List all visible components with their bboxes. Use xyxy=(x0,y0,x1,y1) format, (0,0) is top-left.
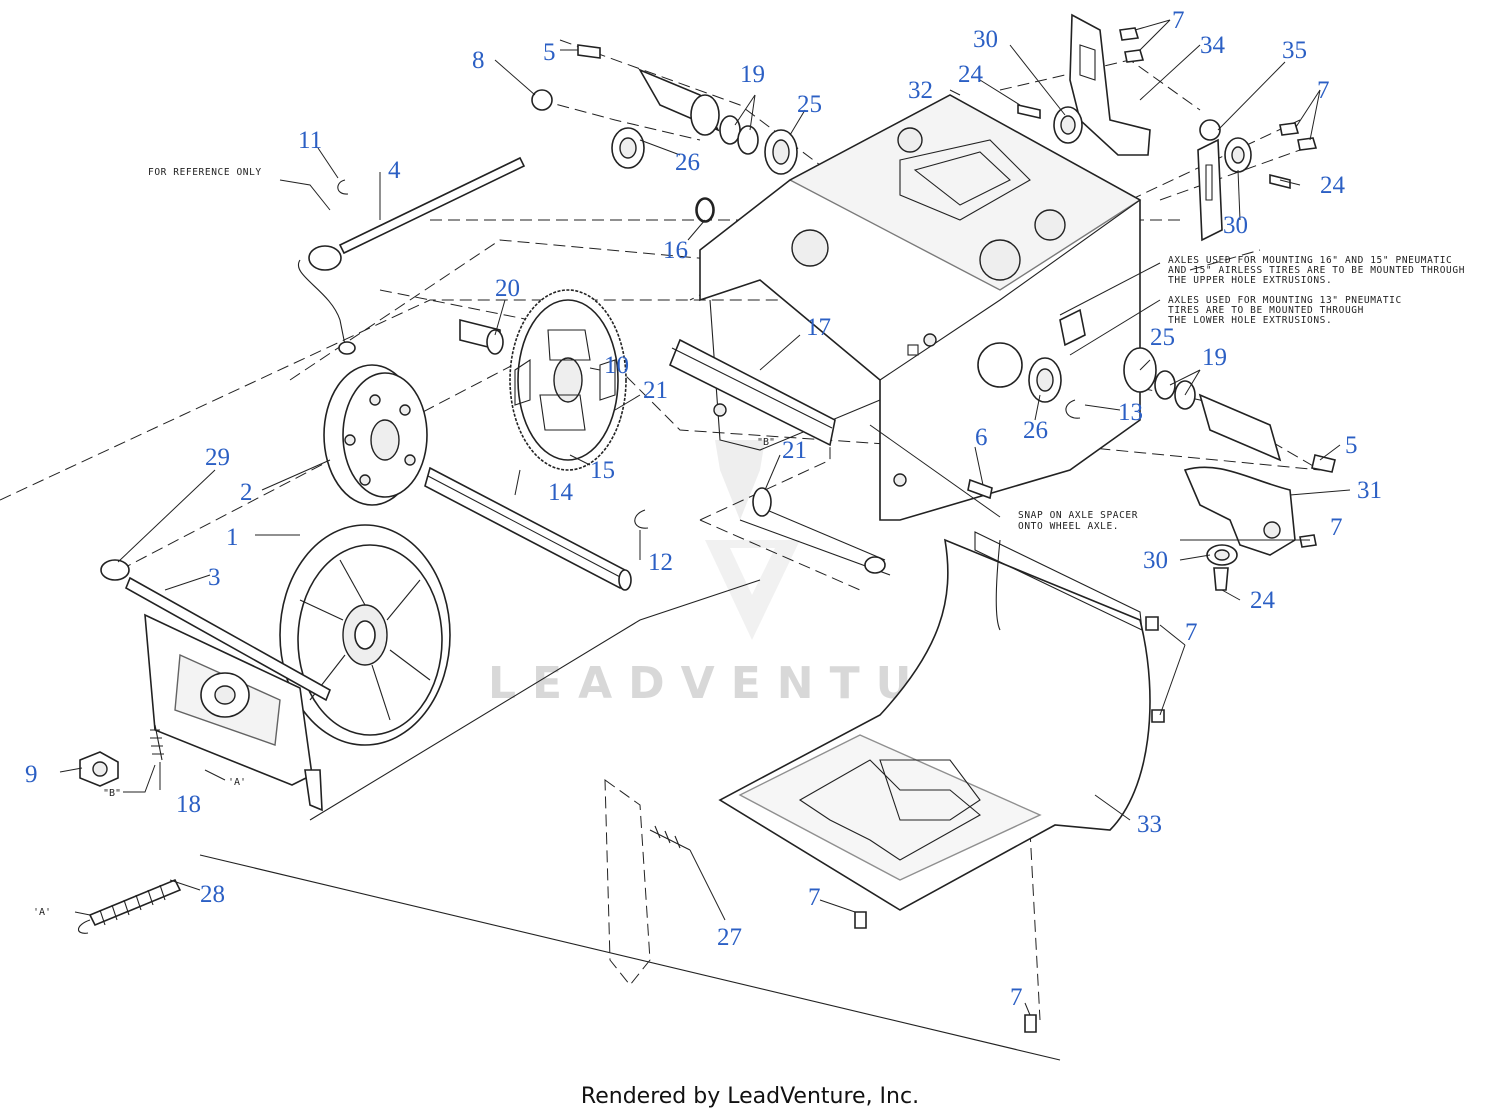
watermark-logo xyxy=(705,440,800,640)
tag-a-bracket: 'A' xyxy=(228,777,246,788)
note-upper-line-2: AND 15" AIRLESS TIRES ARE TO BE MOUNTED … xyxy=(1168,265,1465,276)
part-2-drive-plate xyxy=(323,364,428,506)
tag-a-spring: 'A' xyxy=(33,907,51,918)
callout-15: 15 xyxy=(590,457,615,484)
note-lower-line-3: THE LOWER HOLE EXTRUSIONS. xyxy=(1168,315,1332,326)
callout-12: 12 xyxy=(648,549,673,576)
callout-21a: 21 xyxy=(643,377,668,404)
part-24-bolts xyxy=(1017,103,1291,591)
part-28-spring xyxy=(77,878,182,934)
callout-7e: 7 xyxy=(808,884,821,911)
note-snap-on-line-2: ONTO WHEEL AXLE. xyxy=(1018,521,1119,532)
leader-lines xyxy=(59,19,1351,1016)
callout-21b: 21 xyxy=(782,437,807,464)
callout-24b: 24 xyxy=(1320,172,1346,199)
callout-29: 29 xyxy=(205,444,230,471)
callout-7f: 7 xyxy=(1010,984,1023,1011)
part-33-shroud xyxy=(718,531,1151,911)
callout-20: 20 xyxy=(495,275,520,302)
callout-7a: 7 xyxy=(1172,7,1185,34)
callout-18: 18 xyxy=(176,791,201,818)
part-17-axle xyxy=(668,338,891,576)
part-16-washer xyxy=(696,198,714,222)
part-34-bracket xyxy=(1069,13,1151,156)
part-12-clip xyxy=(634,509,649,529)
part-7-bolts xyxy=(854,27,1318,1033)
part-1-pulley xyxy=(279,524,451,746)
tag-b-upper: "B" xyxy=(757,437,775,448)
notes: FOR REFERENCE ONLY AXLES USED FOR MOUNTI… xyxy=(148,167,1465,532)
callout-24a: 24 xyxy=(958,61,984,88)
callout-9: 9 xyxy=(25,761,38,788)
note-lower-line-1: AXLES USED FOR MOUNTING 13" PNEUMATIC xyxy=(1168,295,1402,306)
callout-26a: 26 xyxy=(675,149,700,176)
callout-4: 4 xyxy=(388,157,401,184)
part-15-gear xyxy=(509,289,627,471)
part-32-frame xyxy=(699,94,1142,521)
tags: "B" "B" 'A' 'A' xyxy=(33,437,775,918)
callout-5b: 5 xyxy=(1345,432,1358,459)
callout-7d: 7 xyxy=(1185,619,1198,646)
callout-30a: 30 xyxy=(973,26,998,53)
callout-7b: 7 xyxy=(1317,77,1330,104)
callout-3: 3 xyxy=(208,564,221,591)
note-snap-on-line-1: SNAP ON AXLE SPACER xyxy=(1018,510,1138,521)
callout-34: 34 xyxy=(1200,32,1226,59)
callout-1: 1 xyxy=(226,524,239,551)
part-31-bracket xyxy=(1183,466,1296,556)
note-lower-line-2: TIRES ARE TO BE MOUNTED THROUGH xyxy=(1168,305,1364,316)
footer-credit: Rendered by LeadVenture, Inc. xyxy=(580,1084,920,1109)
part-29-bushing xyxy=(100,559,130,581)
callout-31: 31 xyxy=(1357,477,1382,504)
control-cable-upper xyxy=(309,579,761,821)
callout-25a: 25 xyxy=(797,91,822,118)
callout-6: 6 xyxy=(975,424,988,451)
callout-2: 2 xyxy=(240,479,253,506)
callout-11: 11 xyxy=(298,127,322,154)
part-27-spring xyxy=(604,779,691,986)
callout-27: 27 xyxy=(717,924,742,951)
upper-bushing-group xyxy=(531,44,798,223)
callout-8: 8 xyxy=(472,47,485,74)
callout-26b: 26 xyxy=(1023,417,1048,444)
part-35-bracket xyxy=(1197,119,1223,242)
tag-b-lower: "B" xyxy=(103,788,121,799)
callout-19a: 19 xyxy=(740,61,765,88)
callout-33: 33 xyxy=(1137,811,1162,838)
callout-30b: 30 xyxy=(1223,212,1248,239)
part-30-bearings xyxy=(1053,106,1252,566)
callout-7c: 7 xyxy=(1330,514,1343,541)
part-4-shaft xyxy=(297,156,526,355)
part-14-hex-shaft xyxy=(424,466,632,591)
callout-14: 14 xyxy=(548,479,574,506)
part-18-spring xyxy=(150,724,164,761)
part-20-hub xyxy=(459,318,504,355)
note-reference-only: FOR REFERENCE ONLY xyxy=(148,167,262,178)
callout-19b: 19 xyxy=(1202,344,1227,371)
callout-17: 17 xyxy=(806,314,831,341)
callout-32: 32 xyxy=(908,77,933,104)
callout-25b: 25 xyxy=(1150,324,1175,351)
part-9-nut xyxy=(79,751,119,787)
callout-5a: 5 xyxy=(543,39,556,66)
callout-30c: 30 xyxy=(1143,547,1168,574)
part-3-idler-bracket xyxy=(124,576,332,812)
callout-10: 10 xyxy=(604,352,629,379)
callout-28: 28 xyxy=(200,881,225,908)
note-upper-line-1: AXLES USED FOR MOUNTING 16" AND 15" PNEU… xyxy=(1168,255,1452,266)
assembly-lines xyxy=(0,39,1321,1021)
note-upper-line-3: THE UPPER HOLE EXTRUSIONS. xyxy=(1168,275,1332,286)
callout-24c: 24 xyxy=(1250,587,1276,614)
control-cable xyxy=(199,854,1061,1061)
callout-35: 35 xyxy=(1282,37,1307,64)
lower-bushing-group xyxy=(967,308,1336,500)
part-11-clip xyxy=(337,179,349,195)
callouts: 1 2 3 4 5 5 6 7 7 7 7 7 7 8 9 10 11 12 1… xyxy=(25,7,1382,1011)
callout-13: 13 xyxy=(1118,399,1143,426)
callout-16: 16 xyxy=(663,237,688,264)
